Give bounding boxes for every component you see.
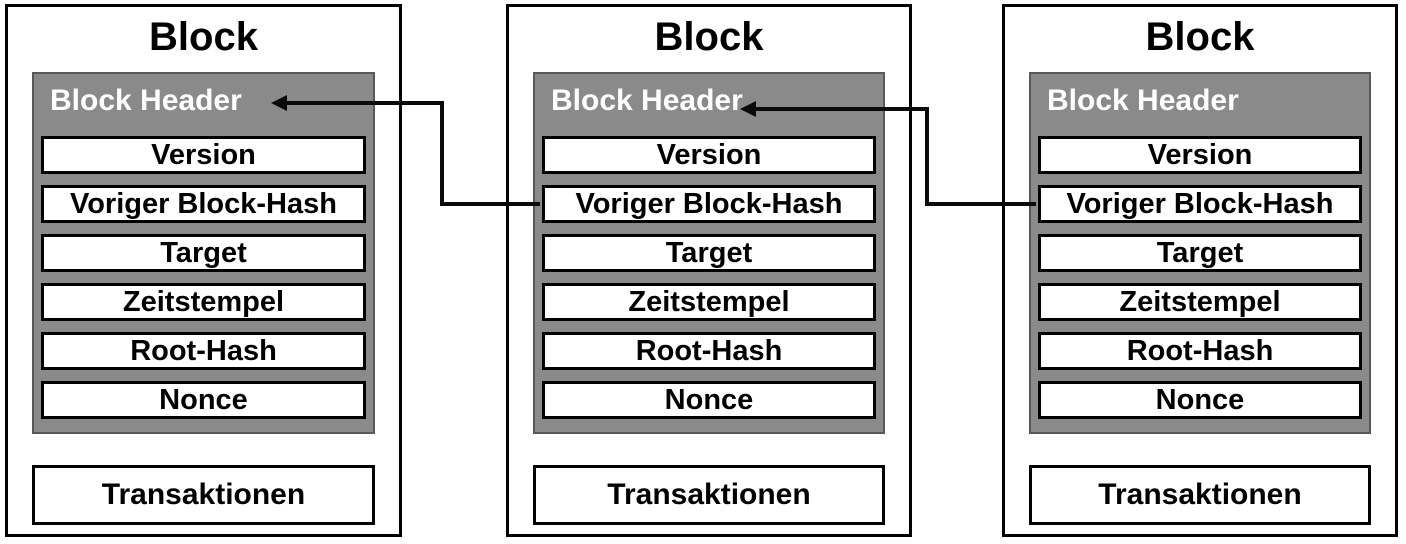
header-fields: Version Voriger Block-Hash Target Zeitst… [542,136,876,419]
field-zeitstempel: Zeitstempel [1038,283,1362,321]
field-root-hash: Root-Hash [542,332,876,370]
block-1: Block Block Header Version Voriger Block… [5,4,402,537]
block-title: Block [149,15,258,59]
header-fields: Version Voriger Block-Hash Target Zeitst… [41,136,366,419]
field-zeitstempel: Zeitstempel [41,283,366,321]
field-root-hash: Root-Hash [1038,332,1362,370]
field-voriger-block-hash: Voriger Block-Hash [41,185,366,223]
field-target: Target [41,234,366,272]
field-version: Version [542,136,876,174]
field-version: Version [1038,136,1362,174]
field-version: Version [41,136,366,174]
transactions-box: Transaktionen [32,465,375,525]
field-target: Target [1038,234,1362,272]
transactions-box: Transaktionen [533,465,885,525]
block-header-label: Block Header [1047,84,1239,117]
block-1-header-box: Block Header Version Voriger Block-Hash … [32,72,375,434]
field-zeitstempel: Zeitstempel [542,283,876,321]
field-nonce: Nonce [41,381,366,419]
field-nonce: Nonce [1038,381,1362,419]
field-target: Target [542,234,876,272]
block-title: Block [654,15,764,59]
transactions-box: Transaktionen [1029,465,1371,525]
block-header-label: Block Header [551,84,743,117]
field-voriger-block-hash: Voriger Block-Hash [542,185,876,223]
block-header-label: Block Header [50,84,242,117]
block-2-header-box: Block Header Version Voriger Block-Hash … [533,72,885,434]
field-root-hash: Root-Hash [41,332,366,370]
field-voriger-block-hash: Voriger Block-Hash [1038,185,1362,223]
field-nonce: Nonce [542,381,876,419]
block-3-header-box: Block Header Version Voriger Block-Hash … [1029,72,1371,434]
block-title: Block [1145,15,1255,59]
block-2: Block Block Header Version Voriger Block… [506,4,912,537]
block-3: Block Block Header Version Voriger Block… [1002,4,1398,537]
header-fields: Version Voriger Block-Hash Target Zeitst… [1038,136,1362,419]
